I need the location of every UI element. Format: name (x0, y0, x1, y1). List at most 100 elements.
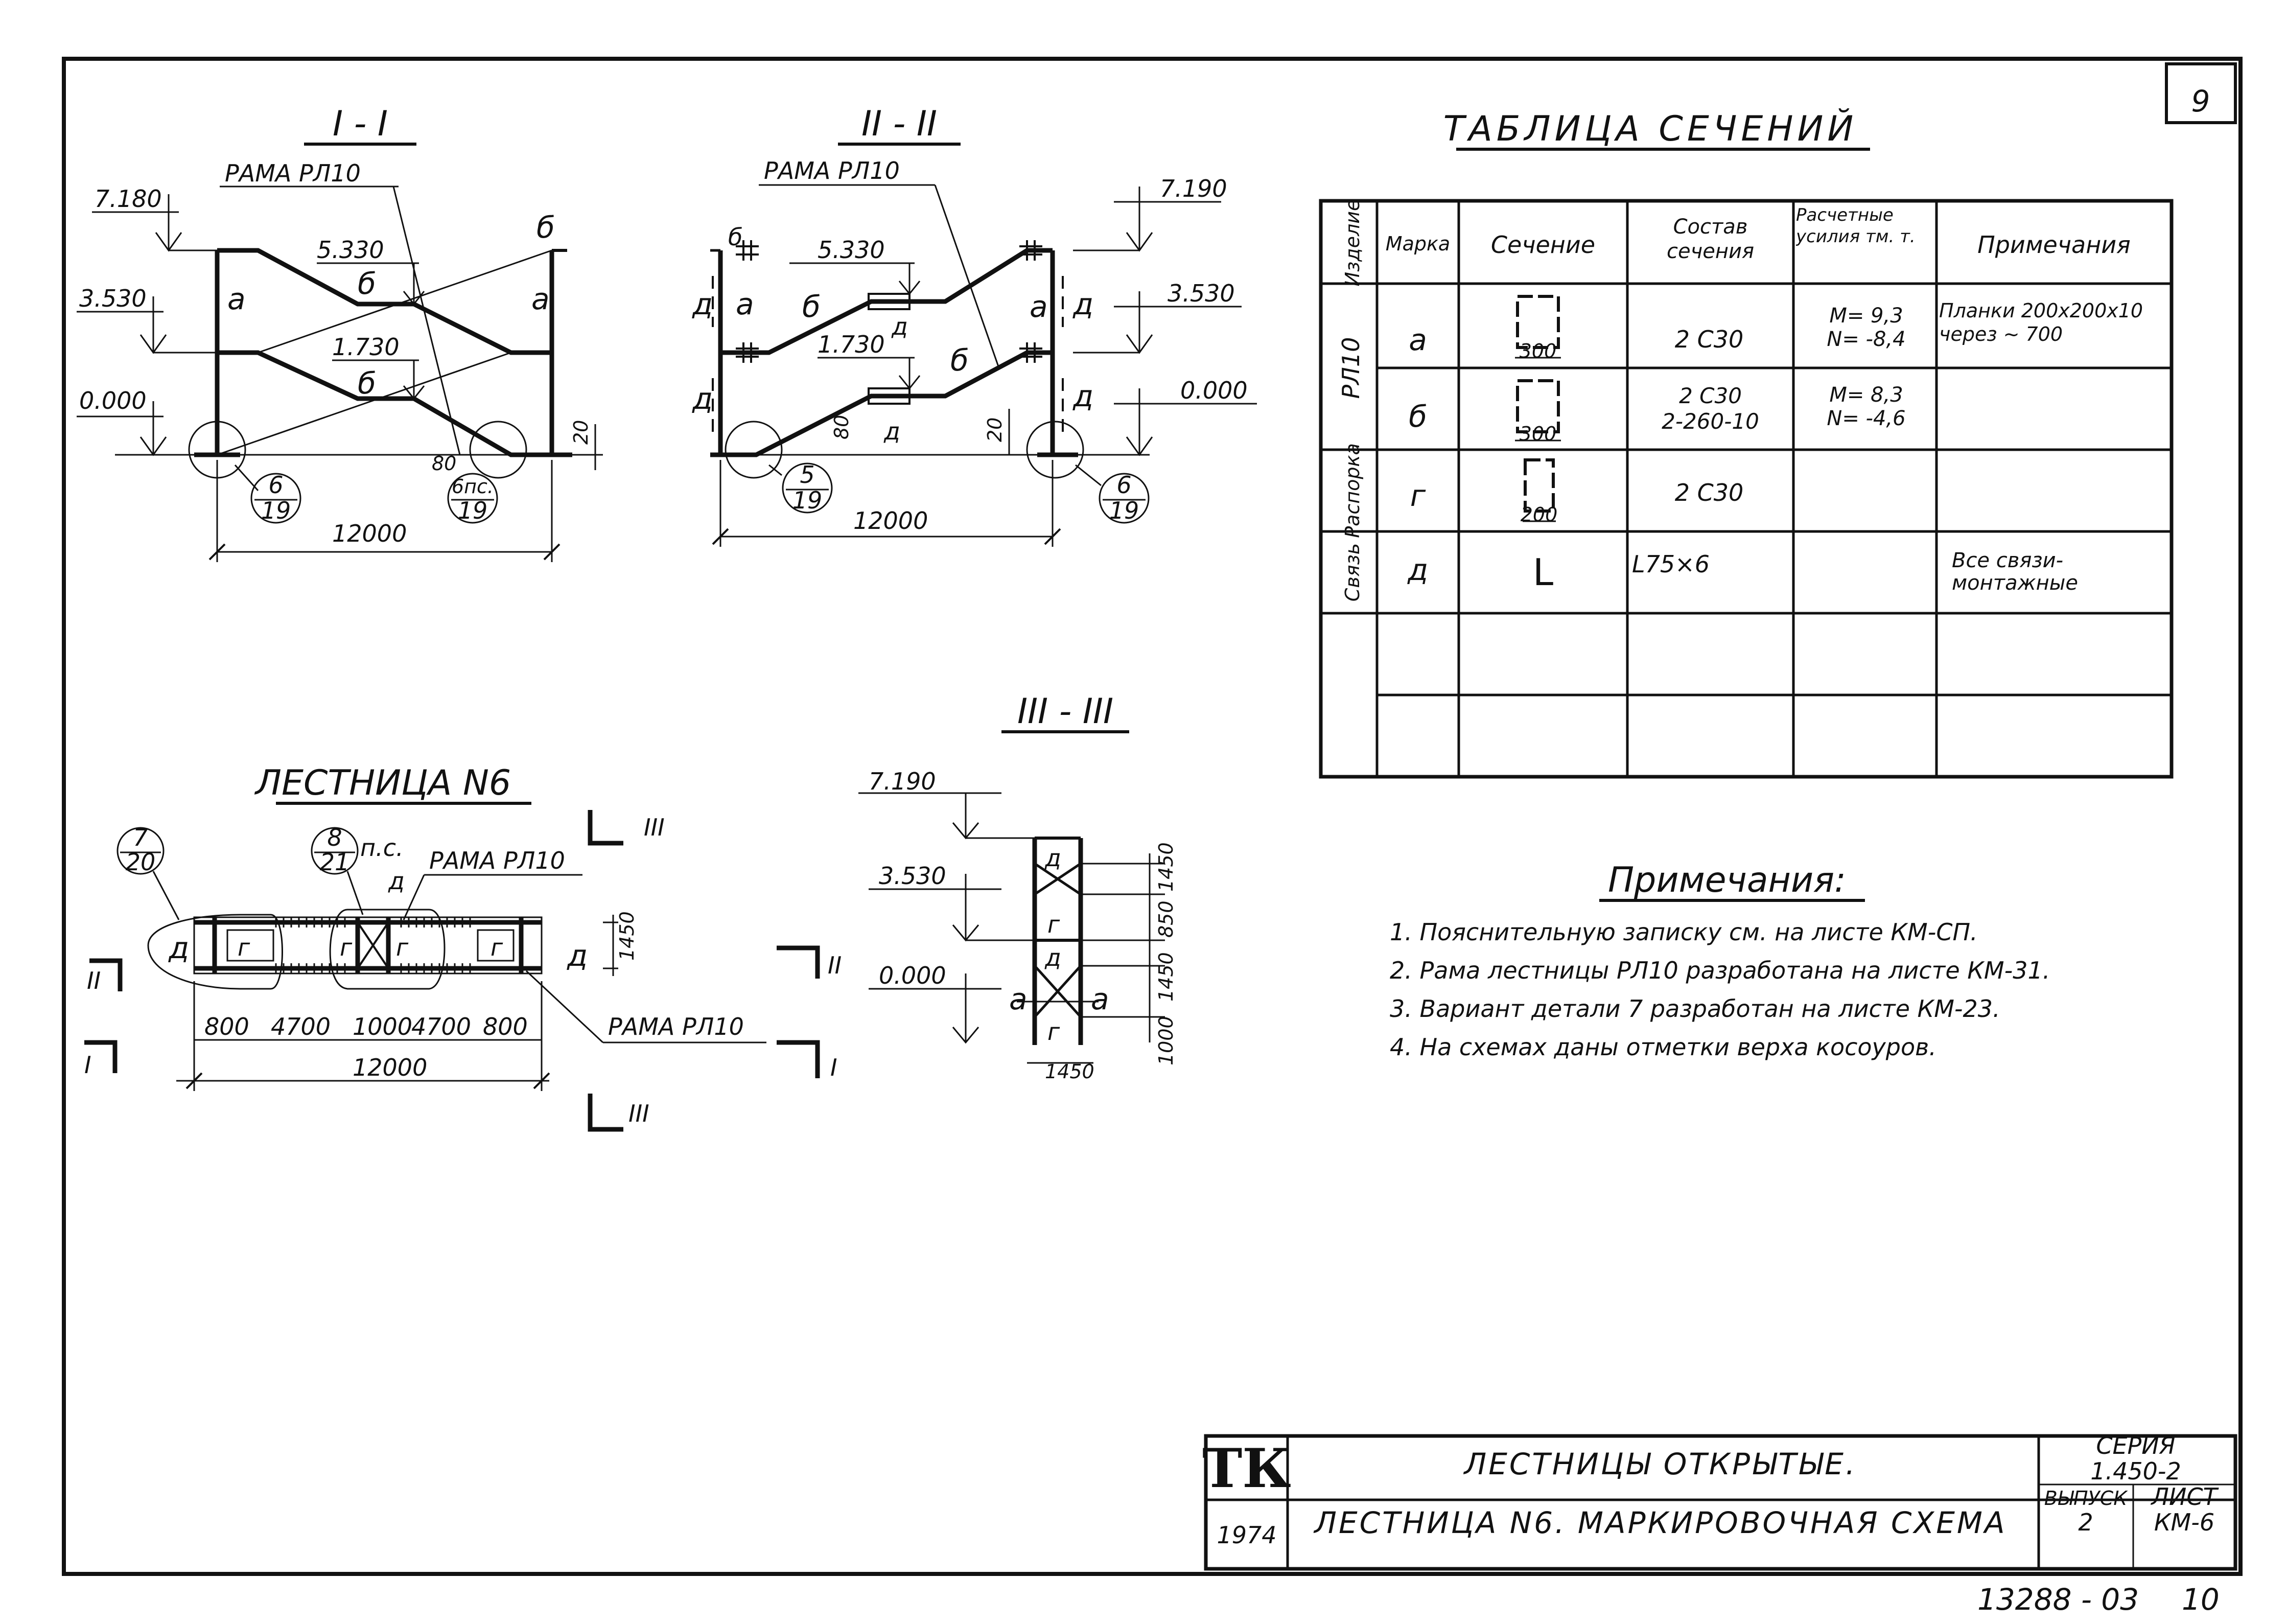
title-block-issue-label: ВЫПУСК (2044, 1487, 2128, 1510)
table-header-notes: Примечания (1977, 231, 2131, 259)
section-3-elev-mid: 3.530 (879, 862, 946, 890)
table-header-section: Сечение (1491, 231, 1595, 259)
section-2: II - II РАМА РЛ10 (692, 104, 1257, 547)
section-3-mark-g-1: г (1047, 911, 1060, 938)
table-group-rl10: РЛ10 (1337, 337, 1365, 399)
section-1-elev-base: 0.000 (79, 387, 147, 414)
note-1: 1. Пояснительную записку см. на листе КМ… (1390, 918, 1978, 946)
svg-text:19: 19 (261, 497, 291, 524)
section-2-mark-d-1: д (692, 287, 713, 321)
table-row-a-mark: а (1409, 322, 1427, 357)
table-row-g-mark: г (1410, 478, 1426, 513)
section-3-dim-1: 1450 (1155, 842, 1177, 892)
note-3: 3. Вариант детали 7 разработан на листе … (1390, 995, 2000, 1023)
table-row-d-note: Все связи- монтажные (1952, 549, 2078, 595)
table-header-product: Изделие (1341, 199, 1364, 287)
section-1-dim-20: 20 (570, 420, 592, 445)
svg-text:6: 6 (1116, 471, 1131, 499)
svg-text:5: 5 (800, 461, 814, 489)
section-2-span: 12000 (853, 507, 928, 535)
section-2-mark-a-right: а (1030, 289, 1048, 324)
plan-mark-d-left: д (168, 931, 189, 965)
svg-text:8: 8 (327, 824, 342, 851)
channel-section-icon (1515, 379, 1561, 442)
section-3-title: III - III (1017, 691, 1113, 732)
table-header-mark: Марка (1386, 233, 1450, 255)
svg-text:19: 19 (792, 486, 823, 514)
plan-dim-5: 800 (483, 1013, 528, 1040)
section-2-mark-a-left: а (736, 287, 754, 321)
plan-cut-i: I (84, 1051, 91, 1079)
title-block-sheet-value: КМ-6 (2154, 1509, 2214, 1536)
section-2-mark-1730: 1.730 (818, 331, 885, 358)
title-block-line-1: ЛЕСТНИЦЫ ОТКРЫТЫЕ. (1463, 1447, 1857, 1481)
table-row-b-mark: б (1409, 399, 1427, 434)
section-2-callout-right (1099, 473, 1150, 524)
plan-mark-d-right: д (567, 938, 588, 973)
svg-text:19: 19 (458, 497, 488, 524)
section-2-mark-b-2: б (802, 289, 821, 324)
section-3-dim-5: 1450 (1045, 1060, 1094, 1083)
section-3-elev-base: 0.000 (879, 962, 946, 989)
section-2-callout-left (782, 462, 833, 514)
plan-callout-mid (311, 827, 359, 875)
section-1: I - I РАМА РЛ10 7.180 3.530 0.000 (77, 104, 603, 562)
section-3-mark-d-top: д (1044, 844, 1061, 872)
section-2-elev-top: 7.190 (1160, 175, 1227, 202)
section-3-cut-ii: II (828, 952, 842, 979)
angle-section-icon: L (1533, 551, 1553, 594)
plan-mark-g-2: г (340, 934, 353, 961)
section-2-mark-b-1: б (728, 223, 742, 251)
section-3-mark-a-left: а (1009, 982, 1028, 1016)
plan-width-dim: 1450 (616, 911, 638, 961)
section-3-cut-i: I (830, 1054, 837, 1081)
section-1-elev-top: 7.180 (95, 185, 162, 213)
table-group-strut: Распорка (1341, 443, 1364, 538)
svg-text:19: 19 (1109, 497, 1139, 524)
plan-frame-label-bottom: РАМА РЛ10 (608, 1013, 744, 1040)
table-row-b-forces: M= 8,3 N= -4,6 (1827, 383, 1906, 430)
page-number: 9 (2191, 84, 2210, 119)
plan-dim-4: 4700 (411, 1013, 471, 1040)
svg-text:6: 6 (268, 471, 283, 499)
section-1-callout-left (250, 473, 301, 524)
section-2-elev-base: 0.000 (1180, 377, 1248, 404)
section-3-mark-a-right: а (1091, 982, 1109, 1016)
plan-mark-g-4: г (491, 934, 503, 961)
table-row-g-profile: 200 (1521, 503, 1558, 526)
title-block-series-label: СЕРИЯ (2096, 1432, 2175, 1459)
title-block: ТК 1974 ЛЕСТНИЦЫ ОТКРЫТЫЕ. ЛЕСТНИЦА N6. … (1202, 1432, 2237, 1571)
svg-text:6пс.: 6пс. (452, 475, 494, 498)
section-1-dim-80: 80 (432, 452, 456, 475)
section-3: III - III 7.190 3.530 0.000 д г д г а а (777, 691, 1177, 1083)
plan-frame-label-top: РАМА РЛ10 (429, 847, 565, 874)
section-2-dim-80: 80 (830, 415, 853, 439)
table-row-b-profile: 300 (1520, 423, 1557, 445)
table-row-a-note: Планки 200х200х10 через ~ 700 (1939, 299, 2143, 345)
section-1-mark-b-top: б (536, 210, 555, 245)
plan-mark-g-3: г (396, 934, 409, 961)
svg-text:20: 20 (126, 848, 156, 876)
table-group-brace: Связь (1341, 543, 1364, 601)
note-2: 2. Рама лестницы РЛ10 разработана на лис… (1390, 957, 2050, 984)
section-2-mark-d-5: д (891, 313, 908, 340)
plan-cut-ii: II (87, 967, 101, 994)
note-4: 4. На схемах даны отметки верха косоуров… (1390, 1033, 1936, 1061)
title-block-sheet-label: ЛИСТ (2150, 1483, 2219, 1511)
sheet-frame (62, 57, 2243, 1576)
section-3-dim-3: 1450 (1155, 952, 1177, 1002)
section-1-mark-a-right: а (531, 282, 550, 316)
table-row-a-composition: 2 С30 (1675, 326, 1744, 353)
plan-dim-3: 1000 (353, 1013, 412, 1040)
section-2-mark-b-3: б (950, 343, 969, 378)
section-1-mark-b-mid: б (358, 266, 376, 301)
section-3-dim-2: 850 (1155, 900, 1177, 938)
section-1-mark-a-left: а (227, 282, 246, 316)
plan-callout-left (116, 827, 165, 875)
archive-index: 10 (2182, 1582, 2220, 1617)
section-2-mark-5330: 5.330 (818, 236, 885, 264)
sections-table: ТАБЛИЦА СЕЧЕНИЙ Изделие Марка Сечение Со… (1319, 108, 2174, 779)
section-2-mark-d-4: д (1072, 379, 1093, 413)
table-header-composition: Состав сечения (1666, 215, 1755, 263)
